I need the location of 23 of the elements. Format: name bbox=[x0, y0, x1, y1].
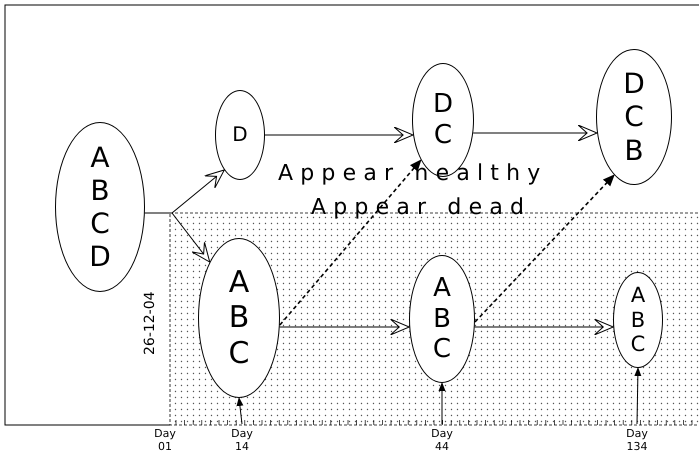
ellipse-node bbox=[215, 90, 265, 180]
arrow bbox=[236, 397, 244, 424]
dashed-arrow bbox=[474, 174, 615, 323]
arrow bbox=[264, 126, 414, 144]
node-label: A B C bbox=[432, 272, 452, 365]
node-label: A B C bbox=[228, 264, 250, 372]
date-label: 26-12-04 bbox=[141, 291, 159, 355]
arrow bbox=[634, 367, 642, 424]
node-label: A B C D bbox=[88, 140, 112, 274]
arrow bbox=[474, 318, 614, 336]
node-label: D C bbox=[432, 89, 454, 151]
arrow bbox=[438, 382, 446, 424]
node-label: A B C bbox=[630, 282, 646, 358]
day-label: Day 44 bbox=[424, 428, 460, 454]
status-label: Appear healthy bbox=[278, 161, 548, 187]
day-label: Day 01 bbox=[153, 428, 177, 454]
node-label: D C B bbox=[622, 67, 646, 167]
day-label: Day 14 bbox=[224, 428, 260, 454]
node-label: D bbox=[231, 123, 249, 147]
arrow bbox=[279, 318, 410, 336]
day-label: Day 134 bbox=[619, 428, 655, 454]
arrow bbox=[472, 124, 598, 142]
dashed-arrow bbox=[279, 159, 422, 326]
